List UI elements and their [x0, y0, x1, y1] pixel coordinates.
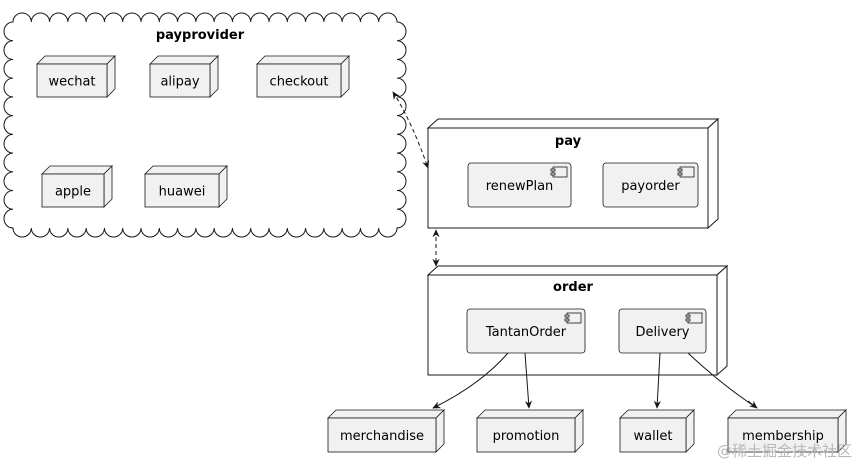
component-icon: [677, 166, 695, 178]
box-checkout: checkout: [256, 55, 350, 98]
box-wechat: wechat: [36, 55, 116, 98]
box-checkout-label: checkout: [270, 75, 329, 90]
box-membership-front: [727, 417, 839, 453]
box-wechat-front: [36, 63, 108, 98]
component-icon: [685, 312, 703, 324]
edge-payprovider-pay: [392, 91, 430, 169]
component-payorder-label: payorder: [621, 179, 680, 194]
box-merchandise-label: merchandise: [340, 429, 424, 444]
box-merchandise-front: [327, 417, 437, 453]
component-tantanorder-body: [466, 308, 586, 354]
box-promotion: promotion: [476, 409, 584, 453]
edge-tantanorder-merchandise: [432, 352, 509, 409]
box-wallet: wallet: [619, 409, 695, 453]
box-huawei-label: huawei: [159, 185, 206, 200]
watermark: @稀土掘金技术社区: [717, 442, 852, 460]
component-tantanorder-label: TantanOrder: [485, 325, 567, 340]
box-checkout-top: [256, 55, 350, 65]
box-merchandise-side: [435, 409, 445, 453]
box-alipay: alipay: [149, 55, 219, 98]
edge-delivery-membership-head: [747, 400, 758, 409]
box-huawei-front: [144, 173, 220, 208]
box-wallet-label: wallet: [634, 429, 673, 444]
edge-delivery-wallet: [653, 352, 661, 409]
box-alipay-top: [149, 55, 219, 65]
box-checkout-front: [256, 63, 342, 98]
component-delivery-body: [618, 308, 707, 354]
edge-tantanorder-promotion: [524, 352, 533, 409]
box-wechat-label: wechat: [48, 75, 95, 90]
box-alipay-front: [149, 63, 211, 98]
box-apple-label: apple: [55, 185, 91, 200]
box-apple-front: [41, 173, 105, 208]
component-renewplan-label: renewPlan: [486, 179, 554, 194]
box-merchandise-top: [327, 409, 445, 419]
component-renewplan: renewPlan: [467, 162, 572, 208]
payprovider-title: payprovider: [156, 28, 245, 43]
box-promotion-front: [476, 417, 576, 453]
pay-title: pay: [555, 134, 582, 149]
order-title: order: [553, 280, 593, 295]
component-tantanorder: TantanOrder: [466, 308, 586, 354]
box-membership: membership: [727, 409, 847, 453]
component-renewplan-body: [467, 162, 572, 208]
component-payorder-body: [602, 162, 699, 208]
box-huawei-top: [144, 165, 228, 175]
edges-layer: [392, 91, 758, 409]
component-icon: [550, 166, 568, 178]
box-wallet-front: [619, 417, 687, 453]
component-payorder: payorder: [602, 162, 699, 208]
box-promotion-top: [476, 409, 584, 419]
box-promotion-side: [574, 409, 584, 453]
box-apple-top: [41, 165, 113, 175]
box-alipay-label: alipay: [160, 75, 199, 90]
box-membership-label: membership: [742, 429, 824, 444]
component-delivery-label: Delivery: [636, 325, 690, 340]
box-wallet-side: [685, 409, 695, 453]
component-icon: [564, 312, 582, 324]
box-wechat-top: [36, 55, 116, 65]
box-membership-top: [727, 409, 847, 419]
box-promotion-label: promotion: [493, 429, 560, 444]
box-apple: apple: [41, 165, 113, 208]
component-delivery: Delivery: [618, 308, 707, 354]
box-layer: wechat alipay checkout apple huawei merchandi…: [36, 55, 847, 453]
box-merchandise: merchandise: [327, 409, 445, 453]
box-huawei: huawei: [144, 165, 228, 208]
box-wallet-top: [619, 409, 695, 419]
